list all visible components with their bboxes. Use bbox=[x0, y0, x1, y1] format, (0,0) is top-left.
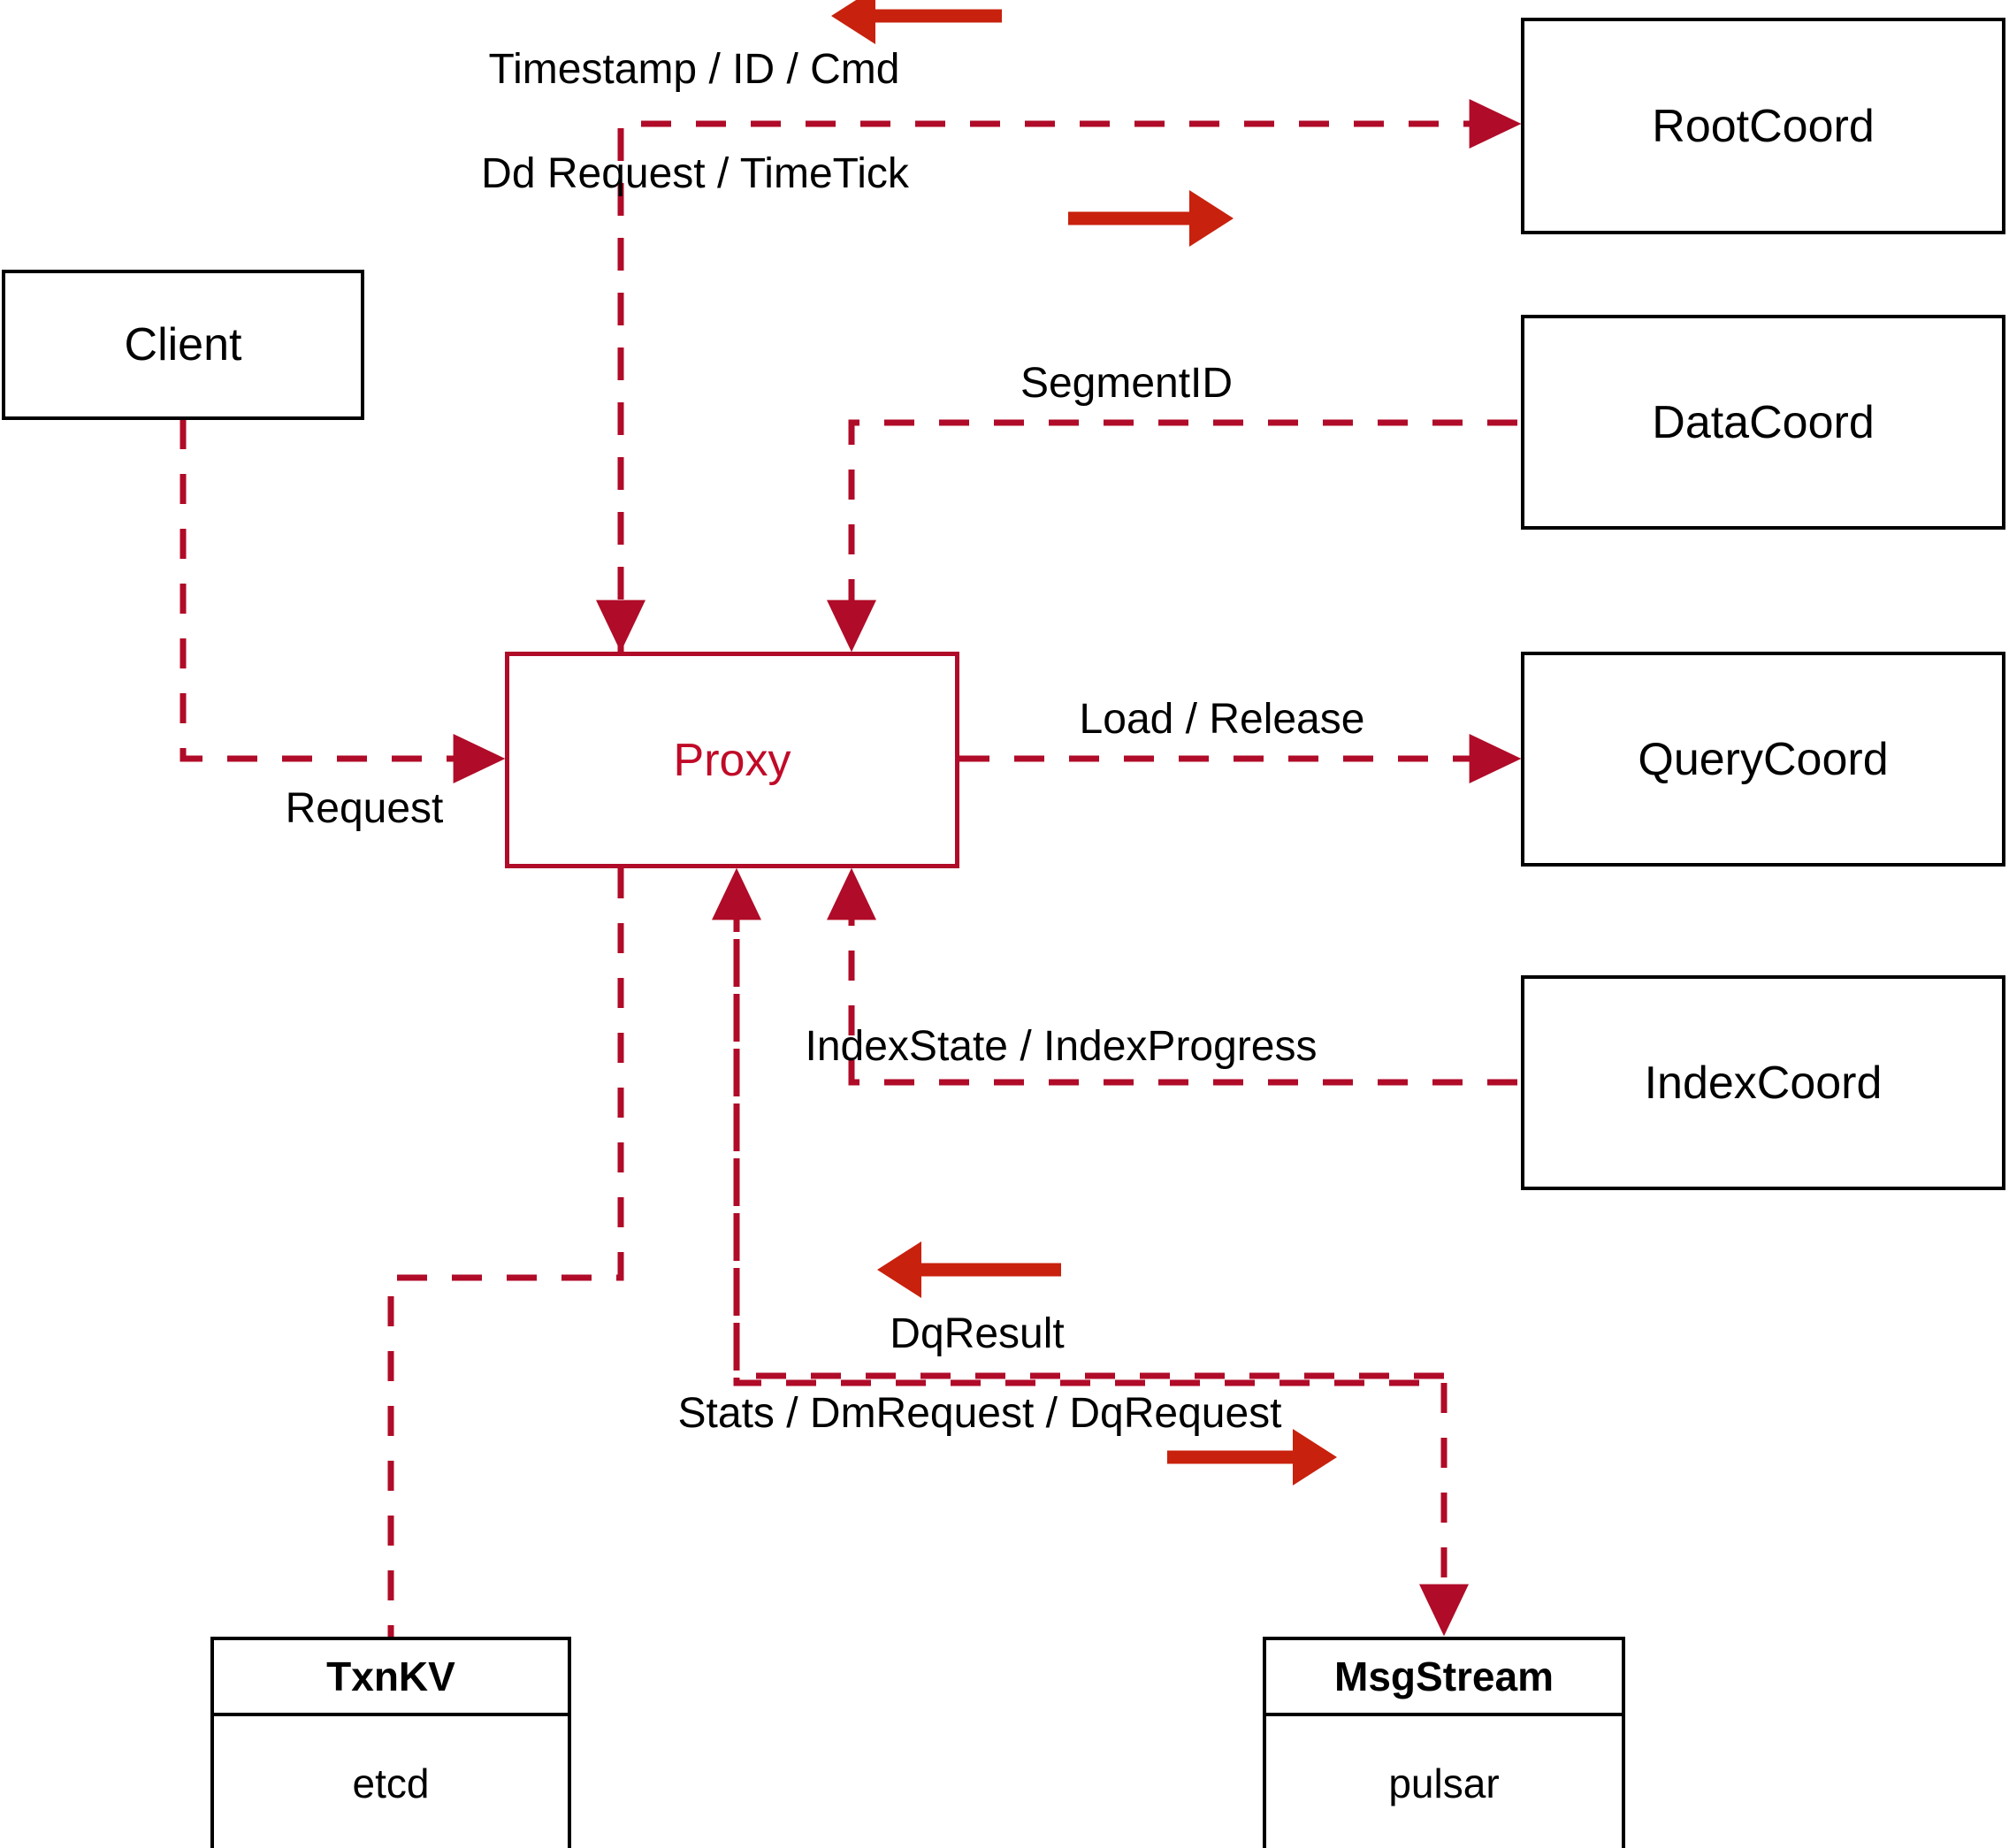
node-txnkv-header: TxnKV bbox=[214, 1640, 568, 1716]
edge-label-timestamp: Timestamp / ID / Cmd bbox=[488, 46, 900, 93]
node-proxy[interactable]: Proxy bbox=[505, 652, 959, 868]
node-msgstream-header: MsgStream bbox=[1266, 1640, 1622, 1716]
edge-label-indexstate: IndexState / IndexProgress bbox=[805, 1023, 1318, 1070]
edge-request-path bbox=[180, 419, 506, 783]
edge-indexstate-path bbox=[827, 867, 1517, 1086]
node-rootcoord-label: RootCoord bbox=[1652, 100, 1875, 152]
edge-label-dqresult: DqResult bbox=[890, 1310, 1065, 1357]
node-txnkv-body: etcd bbox=[352, 1760, 430, 1806]
node-datacoord[interactable]: DataCoord bbox=[1521, 315, 2005, 530]
edge-label-load-release: Load / Release bbox=[1079, 696, 1365, 743]
node-msgstream-body: pulsar bbox=[1388, 1760, 1500, 1806]
node-txnkv[interactable]: TxnKV etcd bbox=[210, 1637, 571, 1848]
edge-txnkv-path bbox=[387, 868, 624, 1637]
node-querycoord-label: QueryCoord bbox=[1638, 733, 1889, 785]
edge-label-request: Request bbox=[285, 785, 444, 832]
node-client[interactable]: Client bbox=[2, 270, 364, 420]
node-querycoord[interactable]: QueryCoord bbox=[1521, 652, 2005, 867]
node-proxy-label: Proxy bbox=[673, 734, 791, 786]
edge-label-dd-request: Dd Request / TimeTick bbox=[481, 150, 909, 197]
edge-dmrequest-path bbox=[733, 884, 1469, 1637]
node-indexcoord-label: IndexCoord bbox=[1644, 1057, 1883, 1109]
node-indexcoord[interactable]: IndexCoord bbox=[1521, 975, 2005, 1190]
node-datacoord-label: DataCoord bbox=[1652, 396, 1875, 448]
node-rootcoord[interactable]: RootCoord bbox=[1521, 18, 2005, 234]
edge-label-segmentid: SegmentID bbox=[1020, 360, 1234, 407]
edge-segmentid-path bbox=[827, 419, 1517, 653]
node-msgstream[interactable]: MsgStream pulsar bbox=[1263, 1637, 1625, 1848]
node-client-label: Client bbox=[124, 319, 242, 370]
edge-label-dmrequest: Stats / DmRequest / DqRequest bbox=[677, 1390, 1282, 1437]
edge-dqresult-path bbox=[712, 867, 1444, 1379]
